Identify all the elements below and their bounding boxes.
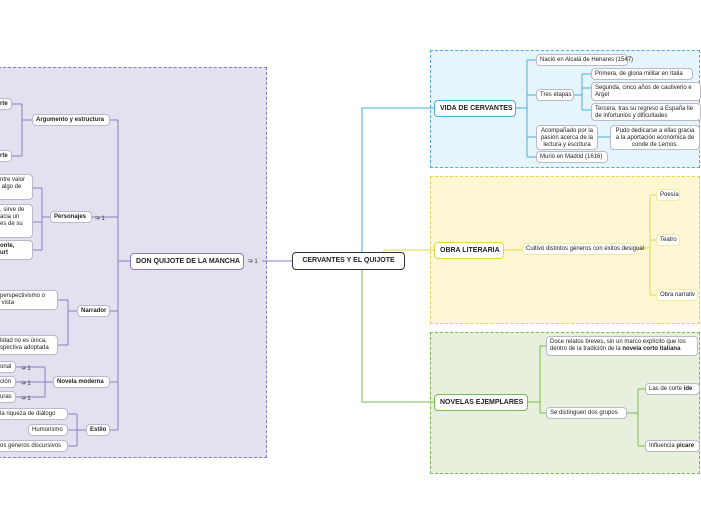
novelas-corte-text: Las de corte (649, 386, 684, 392)
obra-teatro[interactable]: Teatro (656, 234, 680, 246)
etapa-2[interactable]: Segunda, cinco años de cautiverio e Arge… (591, 82, 701, 101)
vida-pudo[interactable]: Pudo dedicarse a ellas gracia a la aport… (610, 125, 700, 150)
novelas-influencia-bold: picare (676, 443, 695, 449)
estilo-item-2[interactable]: Humorismo (28, 424, 68, 436)
novelas-influencia-text: Influencia (649, 443, 677, 449)
novela-item-3-badge-count: 1 (27, 396, 31, 402)
novela-item-3[interactable]: uras (0, 391, 16, 403)
estilo-item-1[interactable]: la riqueza de diálogo (0, 408, 68, 420)
novelas-doce-line2-bold: novela corto italiana (622, 346, 681, 352)
novelas-topic[interactable]: NOVELAS EJEMPLARES (434, 394, 528, 411)
etapa-1[interactable]: Primera, de gloria militar en Italia (591, 68, 693, 80)
narrador-item-2[interactable]: lidad no es única, spectiva adoptada (0, 335, 58, 355)
novela-item-3-link-icon[interactable]: ⮒ 1 (21, 396, 31, 402)
novelas-doce-line1: Doce relatos breves, sin un marco explíc… (550, 339, 686, 345)
argumento-item-2[interactable]: rte (0, 150, 12, 162)
narrador-node[interactable]: Narrador (77, 305, 110, 317)
quijote-topic[interactable]: DON QUIJOTE DE LA MANCHA (130, 253, 244, 270)
novelas-doce-line2-text: dentro de la tradición de la (550, 346, 623, 352)
novela-item-2[interactable]: ción (0, 376, 16, 388)
quijote-link-icon[interactable]: ⮒ 1 (248, 259, 258, 265)
vida-murio[interactable]: Murió en Madrid (1616) (536, 151, 608, 163)
vida-topic[interactable]: VIDA DE CERVANTES (434, 100, 516, 117)
obra-topic[interactable]: OBRA LITERARIA (434, 242, 504, 259)
estilo-item-3[interactable]: os géneros discursivos (0, 440, 68, 452)
personajes-item-1[interactable]: ntre valor algo de (0, 174, 33, 200)
argumento-node[interactable]: Argumento y estructura (32, 114, 110, 126)
central-topic[interactable]: CERVANTES Y EL QUIJOTE (292, 252, 405, 270)
novelas-doce-line2: dentro de la tradición de la novela cort… (550, 346, 694, 353)
personajes-node[interactable]: Personajes (50, 211, 92, 223)
personajes-badge-count: 1 (101, 216, 105, 222)
narrador-item-1[interactable]: perspectivismo o vista (0, 290, 58, 310)
novela-item-2-badge-count: 1 (27, 381, 31, 387)
personajes-link-icon[interactable]: ⮒ 1 (95, 216, 105, 222)
novela-item-1-badge-count: 1 (27, 366, 31, 372)
obra-narrativa[interactable]: Obra narrativ (656, 289, 698, 301)
novela-item-2-link-icon[interactable]: ⮒ 1 (21, 381, 31, 387)
novelas-doce[interactable]: Doce relatos breves, sin un marco explíc… (546, 336, 698, 356)
etapa-3[interactable]: Tercera, tras su regreso a España lle de… (591, 103, 701, 121)
vida-tres-etapas[interactable]: Tres etapas (536, 89, 574, 101)
novelas-distinguen[interactable]: Se distinguen dos grupos (546, 407, 627, 419)
novelas-influencia[interactable]: Influencia picare (645, 440, 700, 452)
novela-moderna-node[interactable]: Novela moderna (53, 376, 110, 388)
personajes-item-2[interactable]: , sirve de acia un es de su (0, 204, 33, 238)
obra-cultivo[interactable]: Cultivó distintos géneros con éxitos des… (522, 243, 644, 255)
vida-acompanado[interactable]: Acompañado por la pasión acerca de la le… (536, 125, 598, 150)
novela-item-1[interactable]: onal (0, 361, 16, 373)
vida-nacio[interactable]: Nació en Alcalá de Henares (1547) (536, 54, 633, 66)
novelas-corte[interactable]: Las de corte ide (645, 383, 700, 395)
novela-item-1-link-icon[interactable]: ⮒ 1 (21, 366, 31, 372)
novelas-corte-bold: ide (683, 386, 693, 392)
argumento-item-1[interactable]: rte (0, 98, 12, 110)
obra-poesia[interactable]: Poesía (656, 189, 680, 201)
estilo-node[interactable]: Estilo (86, 424, 110, 436)
quijote-badge-count: 1 (254, 259, 258, 265)
personajes-item-3[interactable]: onte, urt (0, 240, 33, 260)
